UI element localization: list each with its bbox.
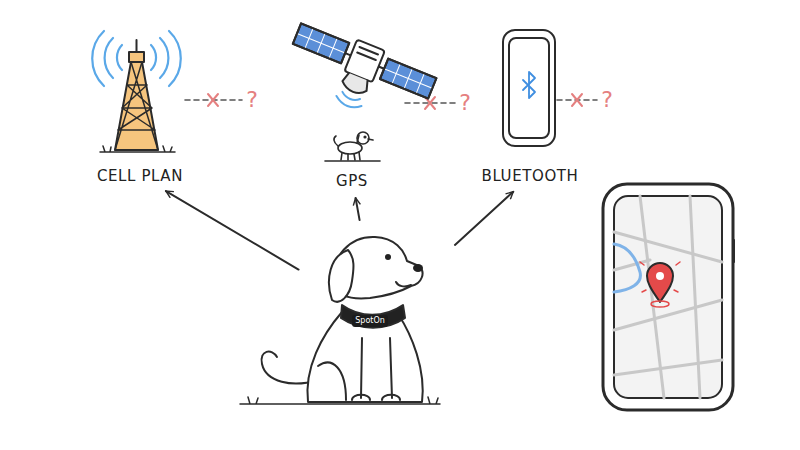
icon-caption: GPS	[336, 172, 369, 190]
icon-caption: CELL PLAN	[97, 167, 184, 185]
gps-satellite	[279, 18, 439, 133]
icon-node: BLUETOOTH	[478, 163, 584, 189]
icon-node: CELL PLAN	[93, 163, 188, 189]
arrow-connector	[166, 191, 299, 270]
question-mark: ?	[246, 89, 258, 111]
bluetooth-phone	[503, 30, 555, 146]
arrow-connector	[356, 198, 360, 220]
map-phone	[603, 184, 734, 410]
arrow-connector	[455, 192, 513, 245]
cell-tower	[92, 31, 181, 152]
question-mark: ?	[601, 89, 613, 111]
icon-node: GPS	[332, 168, 373, 194]
small-dog	[325, 132, 380, 161]
icon-caption: BLUETOOTH	[482, 167, 580, 185]
question-mark: ?	[459, 92, 471, 114]
collar-badge: SpotOn	[352, 315, 388, 328]
dog-node: SpotOn	[302, 224, 452, 408]
dog	[240, 237, 440, 404]
